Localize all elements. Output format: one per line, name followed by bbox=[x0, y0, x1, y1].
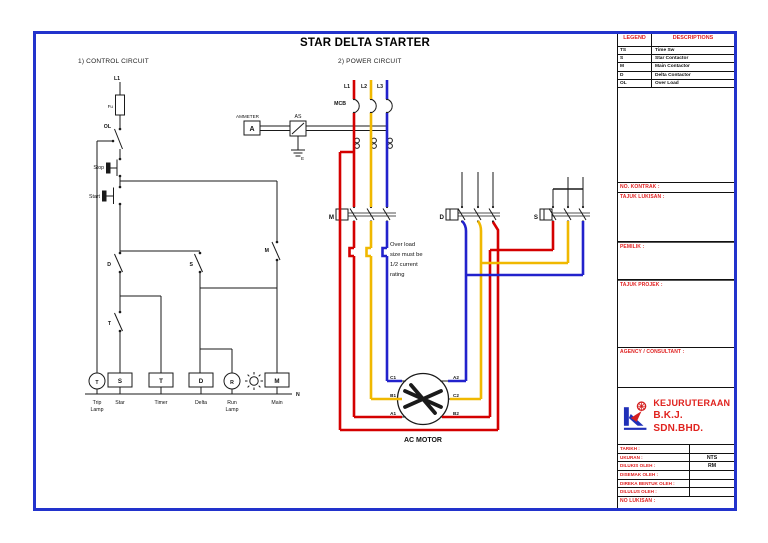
svg-text:size must be: size must be bbox=[390, 252, 423, 258]
phase-l1-label: L1 bbox=[344, 84, 350, 90]
blue-phase-wires bbox=[381, 80, 585, 383]
info-row: UKURAN : NTS bbox=[618, 453, 734, 463]
svg-text:C1: C1 bbox=[390, 375, 396, 380]
svg-text:rating: rating bbox=[390, 272, 405, 278]
fuse-label: Fu bbox=[108, 104, 114, 109]
svg-text:A2: A2 bbox=[453, 375, 459, 380]
title-block: LEGEND DESCRIPTIONS TS Time Sw S Star Co… bbox=[617, 31, 734, 510]
legend-row: OL Over Load bbox=[618, 79, 734, 88]
red-phase-wires bbox=[338, 80, 555, 432]
neutral-label: N bbox=[296, 392, 300, 398]
info-row: DIREKA BENTUK OLEH : bbox=[618, 479, 734, 489]
svg-text:Over load: Over load bbox=[390, 242, 415, 248]
owner-section: PEMILIK : bbox=[618, 241, 734, 280]
t-aux-contact bbox=[114, 312, 123, 332]
s-aux-contact bbox=[194, 253, 203, 273]
delta-contactor-label: D bbox=[440, 214, 445, 221]
svg-text:Run: Run bbox=[227, 400, 237, 406]
star-contactor-label: S bbox=[534, 214, 538, 221]
overload-contact bbox=[114, 128, 123, 150]
svg-text:Star: Star bbox=[115, 400, 125, 406]
legend-table: LEGEND DESCRIPTIONS TS Time Sw S Star Co… bbox=[618, 31, 734, 88]
ammeter-symbol bbox=[243, 120, 261, 136]
control-section-label: 1) CONTROL CIRCUIT bbox=[78, 58, 149, 65]
ol-label: OL bbox=[104, 124, 112, 130]
phase-l2-label: L2 bbox=[361, 84, 367, 90]
svg-text:Trip: Trip bbox=[93, 400, 102, 406]
legend-row: M Main Contactor bbox=[618, 63, 734, 72]
legend-row: S Star Contactor bbox=[618, 55, 734, 64]
drawing-title: STAR DELTA STARTER bbox=[299, 37, 431, 49]
info-row: DILULUS OLEH : bbox=[618, 488, 734, 497]
start-label: Start bbox=[89, 194, 101, 200]
stop-label: Stop bbox=[93, 165, 104, 171]
svg-text:T: T bbox=[159, 378, 163, 385]
svg-text:Delta: Delta bbox=[195, 400, 207, 406]
fuse-symbol bbox=[115, 94, 125, 116]
mcb-symbol bbox=[352, 97, 393, 115]
drawing-no-section: NO LUKISAN : bbox=[620, 498, 656, 505]
svg-text:D: D bbox=[107, 262, 111, 268]
control-circuit bbox=[85, 82, 292, 395]
earth-label: E bbox=[301, 156, 304, 161]
d-aux-contact bbox=[114, 253, 123, 273]
star-contactor bbox=[539, 177, 590, 221]
legend-header: LEGEND DESCRIPTIONS bbox=[618, 31, 734, 47]
power-section-label: 2) POWER CIRCUIT bbox=[338, 58, 402, 65]
svg-text:Timer: Timer bbox=[154, 400, 167, 406]
svg-text:M: M bbox=[265, 248, 269, 254]
legend-row: TS Time Sw bbox=[618, 47, 734, 56]
contact-terminals bbox=[111, 127, 279, 333]
drawing-title-section: TAJUK LUKISAN : bbox=[618, 193, 734, 242]
info-row: DILUKIS OLEH : RM bbox=[618, 462, 734, 471]
svg-text:A1: A1 bbox=[390, 411, 396, 416]
motor-label: AC MOTOR bbox=[404, 437, 442, 444]
phase-wires bbox=[338, 80, 585, 432]
svg-text:A: A bbox=[249, 126, 254, 133]
svg-text:Lamp: Lamp bbox=[91, 407, 104, 413]
motor-winding bbox=[403, 383, 443, 415]
project-title-section: TAJUK PROJEK : bbox=[618, 279, 734, 348]
yellow-phase-wires bbox=[365, 80, 570, 401]
main-contactor-label: M bbox=[329, 214, 334, 221]
phase-l3-label: L3 bbox=[377, 84, 383, 90]
svg-text:T: T bbox=[108, 321, 112, 327]
control-circuit-labels: L1 Fu OL Stop Start D T S M S T D M T R … bbox=[89, 76, 300, 413]
company-logo-section: KEJURUTERAAN B.K.J. SDN.BHD. bbox=[618, 388, 734, 445]
title-block-spacer bbox=[618, 88, 734, 183]
svg-text:C2: C2 bbox=[453, 393, 459, 398]
earth-symbol bbox=[291, 136, 305, 157]
svg-text:B1: B1 bbox=[390, 393, 396, 398]
svg-text:Main: Main bbox=[271, 400, 282, 406]
lamp-icon bbox=[245, 372, 263, 390]
agency-section: AGENCY / CONSULTANT : bbox=[618, 348, 734, 388]
company-name: KEJURUTERAAN B.K.J. SDN.BHD. bbox=[653, 397, 731, 434]
start-button bbox=[106, 187, 114, 204]
company-logo-icon bbox=[623, 401, 647, 430]
stop-button bbox=[110, 159, 118, 176]
overload-note: Over load size must be 1/2 current ratin… bbox=[390, 242, 423, 278]
contract-no-section: NO. KONTRAK : bbox=[618, 183, 734, 193]
ammeter-label: AMMETER bbox=[236, 114, 260, 119]
svg-text:T: T bbox=[95, 380, 99, 386]
l1-label: L1 bbox=[114, 76, 120, 82]
drawing-info-table: TARIKH : UKURAN : NTS DILUKIS OLEH : RM … bbox=[618, 444, 734, 497]
power-circuit-labels: L1 L2 L3 MCB AMMETER A AS E M D S Over l… bbox=[236, 84, 538, 444]
m-aux-contact bbox=[271, 241, 281, 261]
legend-row: D Delta Contactor bbox=[618, 71, 734, 80]
svg-text:1/2 current: 1/2 current bbox=[390, 262, 418, 268]
info-row: TARIKH : bbox=[618, 444, 734, 454]
svg-text:R: R bbox=[230, 380, 234, 386]
svg-text:D: D bbox=[199, 378, 204, 385]
svg-text:Lamp: Lamp bbox=[226, 407, 239, 413]
svg-text:S: S bbox=[190, 262, 194, 268]
mcb-label: MCB bbox=[334, 101, 346, 107]
svg-text:S: S bbox=[118, 378, 122, 385]
svg-text:B2: B2 bbox=[453, 411, 459, 416]
info-row: DISEMAK OLEH : bbox=[618, 470, 734, 480]
svg-text:M: M bbox=[274, 378, 279, 385]
as-label: AS bbox=[295, 114, 302, 120]
